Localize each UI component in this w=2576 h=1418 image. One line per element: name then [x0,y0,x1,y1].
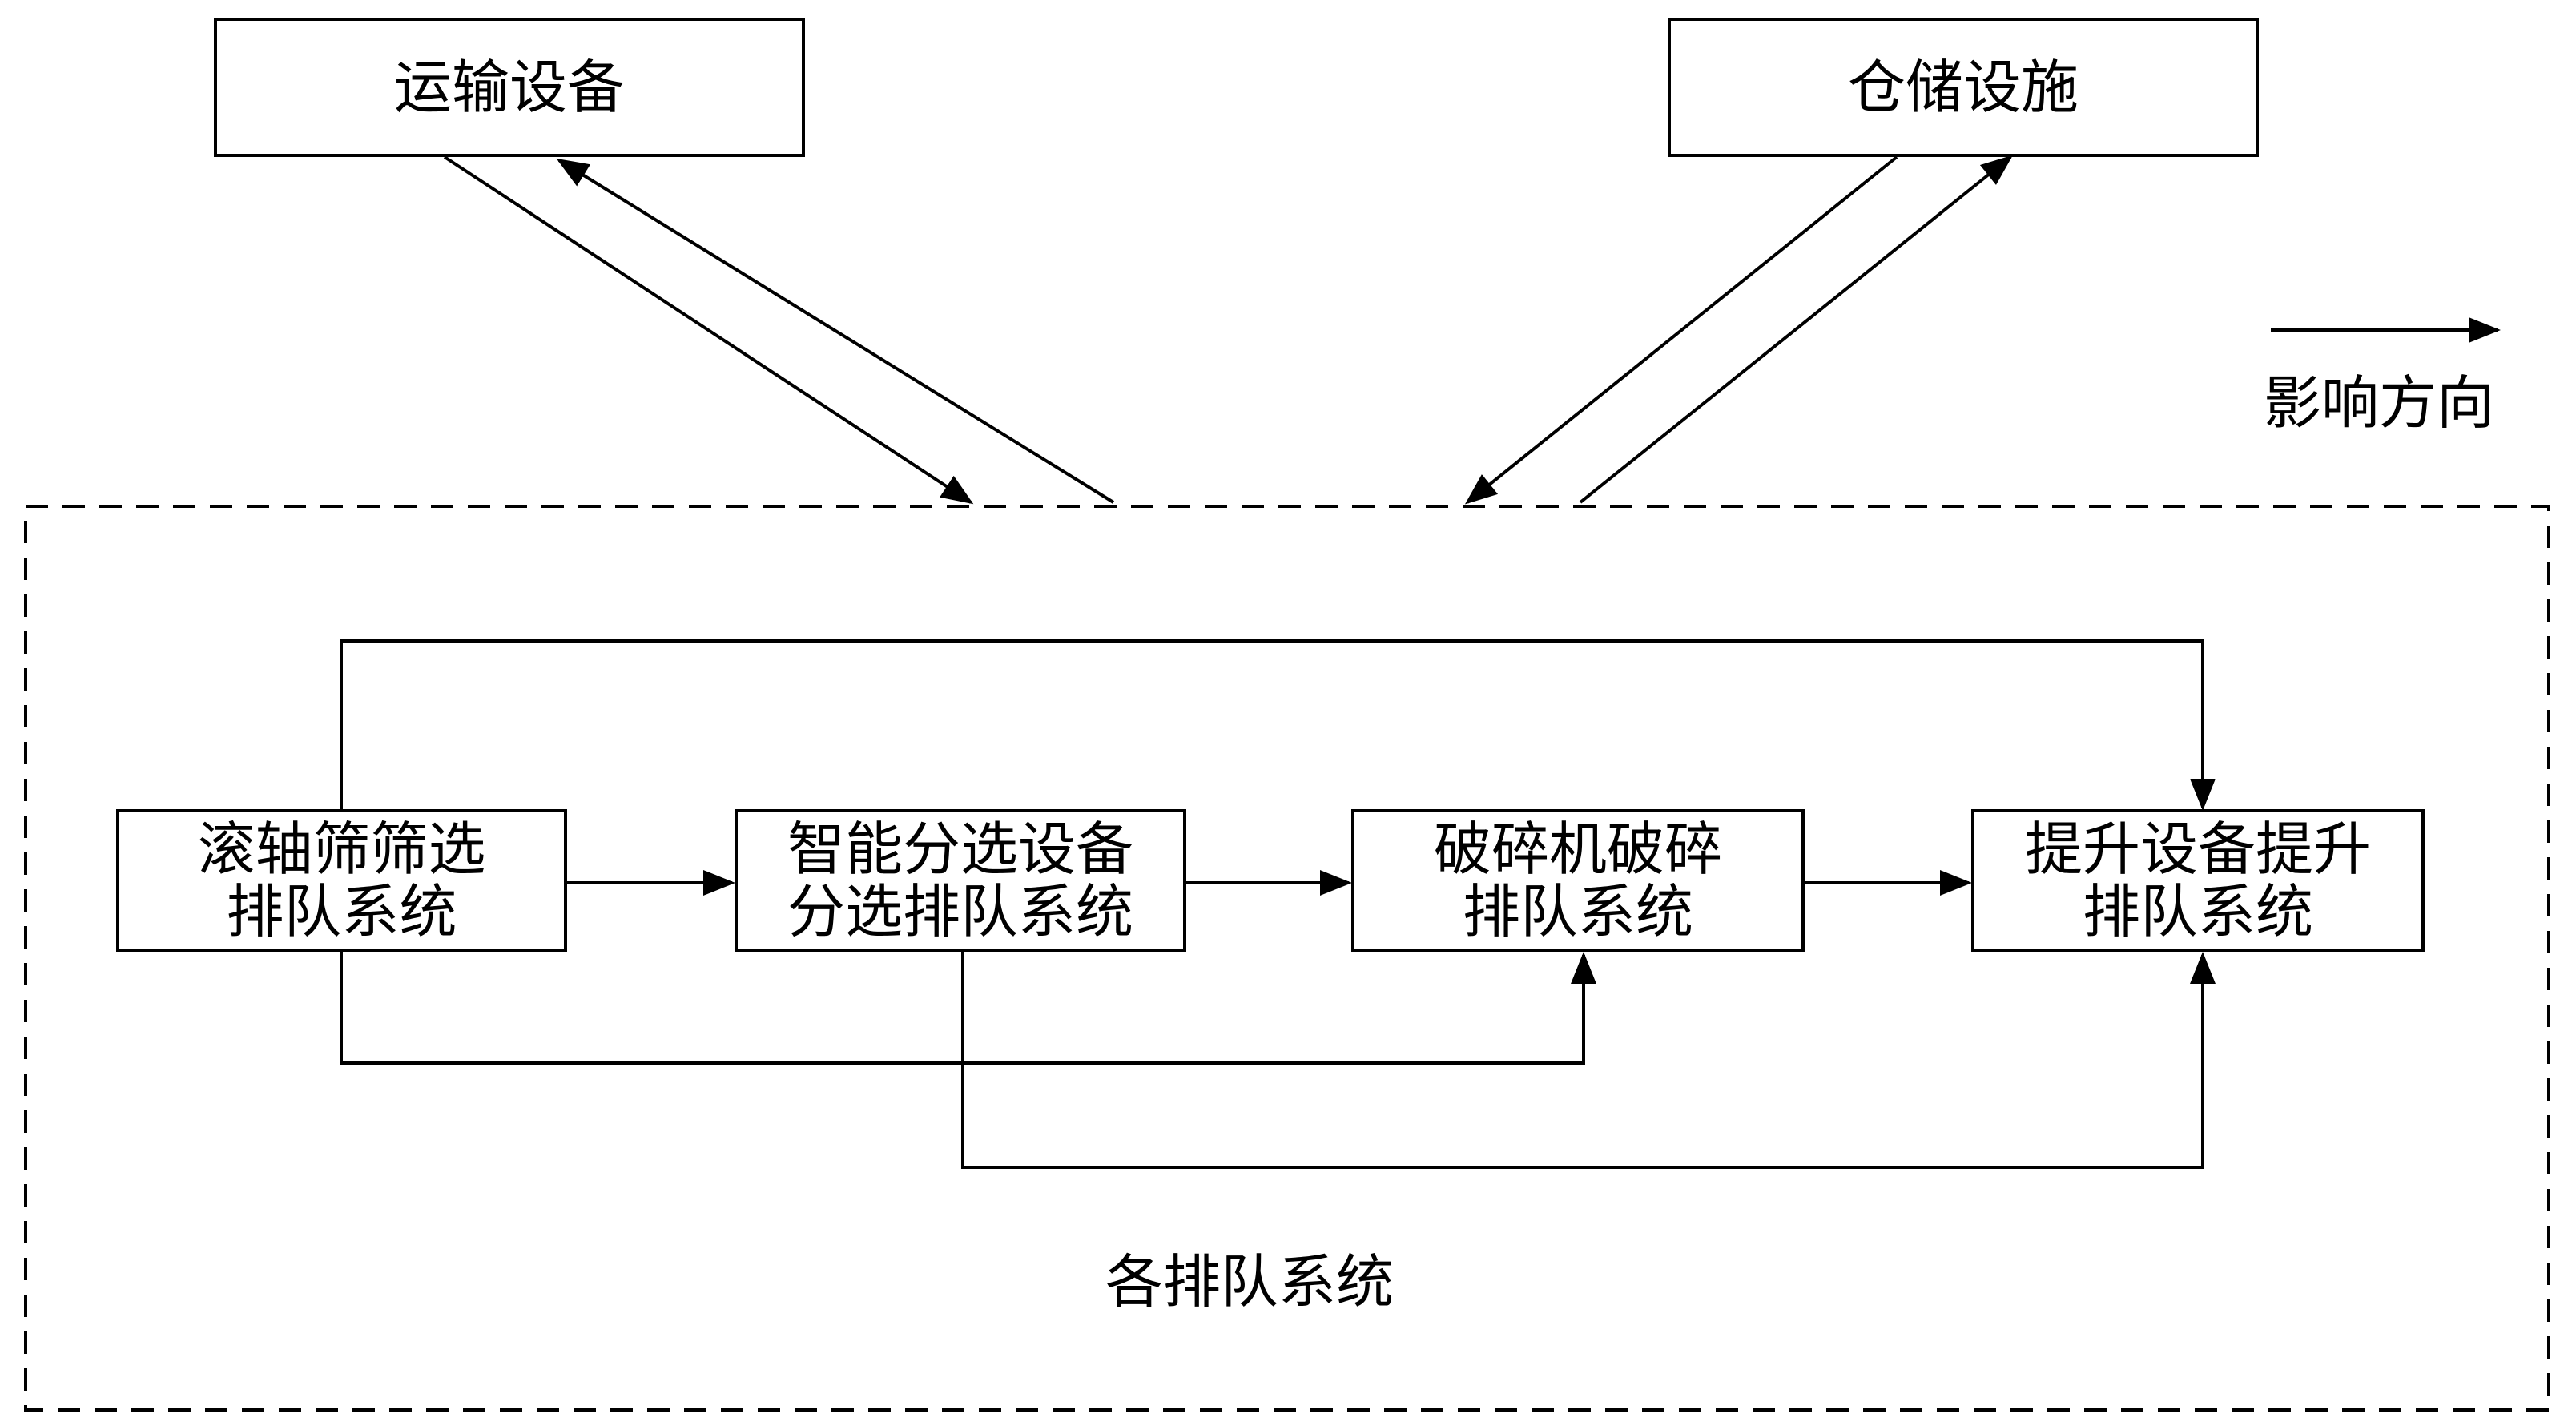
arrow-transport-to-region [443,155,974,505]
queue-systems-region [24,505,2550,1412]
roller-line1: 滚轴筛筛选 [197,816,486,883]
smart-sorter-queue-box: 智能分选设备 分选排队系统 [735,809,1186,952]
queue-systems-region-label: 各排队系统 [1105,1248,1394,1315]
crusher-line2: 排队系统 [1462,878,1693,945]
arrow-region-to-transport [556,158,1115,504]
roller-line2: 排队系统 [226,878,457,945]
lifter-queue-box: 提升设备提升 排队系统 [1971,809,2425,952]
roller-screen-queue-box: 滚轴筛筛选 排队系统 [116,809,567,952]
legend-label: 影响方向 [2263,369,2494,437]
arrow-roller-bypass-to-lifter [340,639,2216,811]
arrow-region-to-storage [1579,155,2014,504]
lifter-line2: 排队系统 [2082,878,2313,945]
crusher-queue-box: 破碎机破碎 排队系统 [1351,809,1805,952]
sorter-line1: 智能分选设备 [787,816,1133,883]
lifter-line1: 提升设备提升 [2024,816,2371,883]
arrow-storage-to-region [1464,155,1898,505]
sorter-line2: 分选排队系统 [787,878,1133,945]
transport-equipment-label: 运输设备 [393,54,625,121]
transport-equipment-box: 运输设备 [214,18,805,157]
arrow-sorter-to-lifter [961,950,2216,1169]
storage-facility-label: 仓储设施 [1847,54,2079,121]
storage-facility-box: 仓储设施 [1668,18,2259,157]
crusher-line1: 破碎机破碎 [1433,816,1722,883]
